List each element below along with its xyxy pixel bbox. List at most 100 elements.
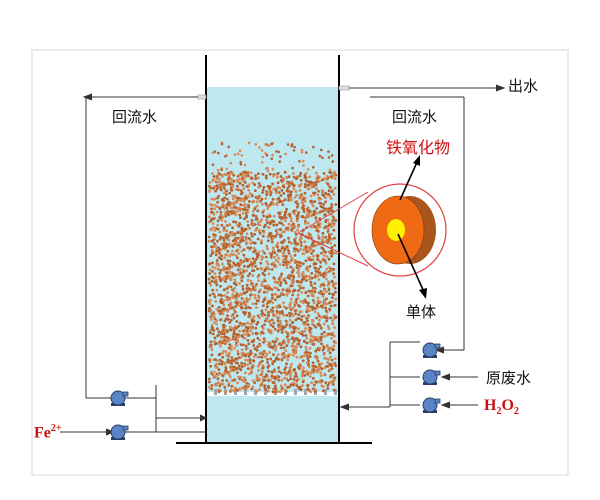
particle (304, 345, 308, 349)
particle (311, 361, 315, 365)
particle (299, 236, 302, 239)
particle (277, 191, 281, 194)
particle (285, 226, 288, 230)
particle (298, 185, 302, 188)
particle (223, 371, 227, 374)
particle (257, 182, 261, 185)
particle (256, 209, 260, 213)
particle (268, 186, 271, 190)
particle (246, 174, 250, 178)
particle (324, 220, 328, 224)
particle (253, 293, 257, 297)
particle (213, 321, 216, 324)
particle (301, 215, 305, 219)
particle (284, 330, 288, 334)
particle (236, 268, 240, 272)
particle (293, 259, 297, 262)
particle (213, 340, 216, 343)
particle (313, 275, 317, 279)
particle (313, 282, 317, 285)
particle (295, 298, 298, 301)
particle (227, 213, 231, 217)
particle (279, 175, 283, 178)
diagram-frame (31, 49, 569, 476)
particle (231, 226, 234, 230)
particle (322, 172, 326, 175)
particle (282, 251, 286, 255)
particle (211, 151, 215, 155)
particle (332, 313, 336, 317)
particle (226, 291, 230, 294)
particle (272, 261, 276, 265)
particle (280, 309, 284, 313)
particle (314, 216, 318, 220)
fe-base: Fe (34, 424, 51, 442)
particle (302, 354, 306, 358)
particle (328, 362, 332, 366)
particle (318, 225, 322, 229)
particle (251, 332, 255, 336)
zoom-line-lower (297, 232, 369, 267)
particle (222, 288, 226, 292)
particle (224, 204, 228, 208)
particle (262, 340, 265, 344)
particle (272, 321, 276, 325)
particle (322, 330, 326, 334)
particle (275, 150, 278, 153)
particle (222, 241, 226, 244)
particle (222, 268, 226, 272)
particle (225, 287, 229, 290)
particle (277, 375, 281, 379)
particle (222, 226, 226, 230)
particle (251, 209, 255, 213)
particle (315, 178, 319, 182)
particle (262, 304, 265, 307)
particle (207, 377, 211, 381)
particle (327, 207, 330, 211)
particle-core (387, 219, 405, 241)
particle (226, 330, 229, 334)
particle (231, 253, 235, 257)
particle (276, 171, 280, 175)
particle (284, 152, 287, 156)
particle (238, 149, 242, 153)
particle (289, 242, 293, 245)
particle (283, 247, 287, 251)
particle (226, 171, 230, 175)
particle (207, 239, 211, 243)
particle (296, 249, 300, 253)
particle (317, 267, 321, 271)
particle (317, 230, 320, 233)
particle (223, 196, 227, 200)
particle (225, 197, 229, 201)
particle (306, 187, 310, 191)
particle (303, 329, 307, 333)
carrier-pointer (397, 233, 425, 293)
particle (269, 310, 272, 314)
particle (278, 233, 282, 237)
particle (290, 312, 293, 316)
particle (210, 197, 214, 201)
particle (314, 171, 318, 175)
particle (286, 262, 290, 266)
particle (331, 160, 335, 164)
particle (298, 367, 301, 371)
particle (307, 278, 311, 281)
particle (310, 185, 314, 189)
particle (280, 378, 284, 382)
particle (220, 257, 223, 261)
particle (288, 303, 291, 307)
particle (231, 206, 234, 210)
pump-icon (110, 424, 129, 440)
particle (292, 175, 296, 179)
particle (230, 210, 234, 213)
particle (243, 364, 247, 368)
particle (220, 360, 224, 364)
particle (302, 366, 305, 370)
particle (275, 228, 279, 232)
particle (232, 180, 236, 183)
particle (319, 201, 323, 205)
particle (271, 390, 275, 394)
particle (283, 383, 287, 387)
particle (271, 153, 274, 157)
